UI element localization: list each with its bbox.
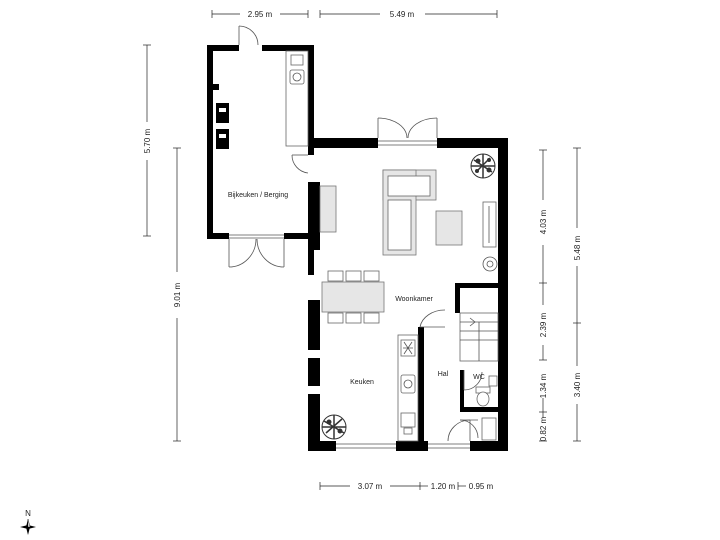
- dim-label-right-outer-1: 5.48 m: [573, 235, 582, 260]
- meterkast: [481, 417, 497, 441]
- dimension-top-left: 2.95 m: [211, 10, 309, 19]
- door-terrace-top: [377, 117, 438, 139]
- room-label-keuken: Keuken: [350, 379, 374, 386]
- dimension-left-upper: 5.70 m: [143, 44, 152, 237]
- dim-label-top-right: 5.49 m: [390, 10, 415, 19]
- sofa-icon: [382, 169, 437, 256]
- dim-label-bottom-3: 0.95 m: [469, 482, 494, 491]
- room-label-bijkeuken: Bijkeuken / Berging: [228, 192, 288, 199]
- dimension-left-lower: 9.01 m: [173, 147, 182, 442]
- room-label-wc: WC: [473, 374, 485, 381]
- door-bijkeuken-side: [291, 154, 309, 174]
- dim-label-right-a: 4.03 m: [539, 209, 548, 234]
- dimension-top-right: 5.49 m: [319, 10, 498, 19]
- coffee-table-icon: [435, 210, 463, 246]
- dim-label-right-b: 2.39 m: [539, 312, 548, 337]
- dim-label-right-d: 0.82 m: [539, 416, 548, 441]
- room-label-hal: Hal: [438, 371, 449, 378]
- dim-label-left-upper: 5.70 m: [143, 128, 152, 153]
- door-bijkeuken-top: [238, 25, 259, 46]
- dim-label-bottom-1: 3.07 m: [358, 482, 383, 491]
- staircase-icon: [459, 312, 499, 362]
- door-wc: [463, 370, 483, 391]
- door-bijkeuken-bottom: [228, 238, 285, 268]
- door-meterkast: [459, 419, 479, 439]
- room-label-woonkamer: Woonkamer: [395, 296, 433, 303]
- door-hal-woonkamer: [419, 309, 446, 328]
- dimension-bottom: 3.07 m 1.20 m 0.95 m: [319, 482, 494, 491]
- dim-label-right-outer-2: 3.40 m: [573, 372, 582, 397]
- washing-machine-icon: [213, 84, 229, 149]
- kitchen-plant-icon: [321, 414, 347, 440]
- dimension-right-inner: 4.03 m 2.39 m 1.34 m 0.82 m: [539, 149, 548, 442]
- compass-north-label: N: [25, 509, 31, 518]
- plant-icon: [470, 153, 496, 179]
- dim-label-top-left: 2.95 m: [248, 10, 273, 19]
- walls-main: [308, 138, 508, 451]
- dim-label-left-lower: 9.01 m: [173, 282, 182, 307]
- windows: [229, 140, 470, 449]
- compass-icon: N: [20, 509, 36, 535]
- sink-wc-icon: [488, 375, 498, 387]
- dimension-right-outer: 5.48 m 3.40 m: [573, 147, 582, 442]
- dim-label-right-c: 1.34 m: [539, 373, 548, 398]
- door-front: [447, 419, 471, 442]
- dining-table-icon: [321, 270, 385, 324]
- bijkeuken-counter: [285, 50, 309, 147]
- kitchen-counter: [397, 334, 419, 442]
- bijkeuken-cabinet: [319, 185, 337, 233]
- stove-icon: [482, 256, 498, 272]
- dim-label-bottom-2: 1.20 m: [431, 482, 456, 491]
- tv-cabinet-icon: [482, 201, 497, 248]
- toilet-icon: [475, 386, 491, 407]
